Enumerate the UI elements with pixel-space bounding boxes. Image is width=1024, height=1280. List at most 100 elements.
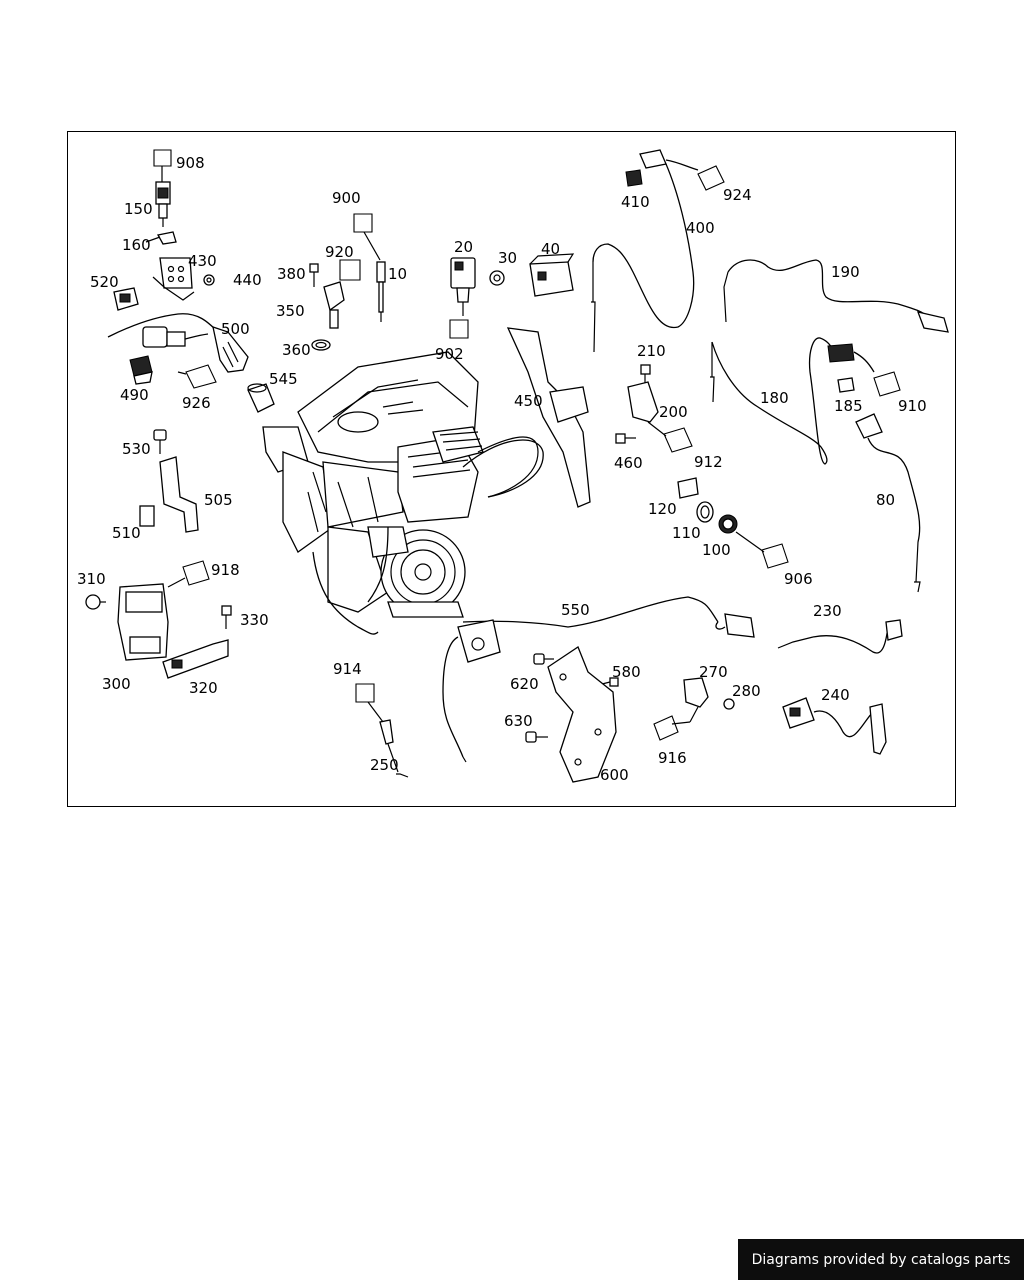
label-550: 550 [561, 601, 590, 619]
label-450: 450 [514, 392, 543, 410]
credit-banner: Diagrams provided by catalogs parts [738, 1239, 1024, 1280]
part-914-tag [355, 683, 384, 723]
part-230-exhaust-temp-sensor [777, 619, 903, 654]
label-505: 505 [204, 491, 233, 509]
label-914: 914 [333, 660, 362, 678]
label-924: 924 [723, 186, 752, 204]
label-630: 630 [504, 712, 533, 730]
label-200: 200 [659, 403, 688, 421]
part-380-bolt [309, 263, 319, 287]
label-620: 620 [510, 675, 539, 693]
label-926: 926 [182, 394, 211, 412]
label-530: 530 [122, 440, 151, 458]
label-120: 120 [648, 500, 677, 518]
part-450-bracket [506, 327, 591, 508]
part-240-oxygen-sensor [782, 697, 887, 755]
part-30-nut [489, 270, 505, 286]
label-400: 400 [686, 219, 715, 237]
label-360: 360 [282, 341, 311, 359]
label-270: 270 [699, 663, 728, 681]
part-80-exhaust-temp-sensor [855, 413, 921, 593]
part-918-tag [167, 560, 210, 588]
label-908: 908 [176, 154, 205, 172]
part-40-module [529, 253, 575, 297]
part-550-wiring-harness [442, 596, 755, 763]
label-460: 460 [614, 454, 643, 472]
part-10-glow-plug [376, 261, 386, 322]
label-912: 912 [694, 453, 723, 471]
label-906: 906 [784, 570, 813, 588]
part-300-solenoid [117, 583, 169, 661]
part-500-oxygen-sensor [107, 313, 249, 373]
part-120-clip [677, 477, 699, 499]
part-620-bolt [533, 653, 554, 665]
label-10: 10 [388, 265, 407, 283]
label-440: 440 [233, 271, 262, 289]
parts-diagram: 908 150 160 430 440 520 500 490 926 545 … [77, 149, 949, 784]
label-910: 910 [898, 397, 927, 415]
label-580: 580 [612, 663, 641, 681]
part-510-clip [139, 505, 155, 527]
label-300: 300 [102, 675, 131, 693]
label-250: 250 [370, 756, 399, 774]
label-380: 380 [277, 265, 306, 283]
label-180: 180 [760, 389, 789, 407]
part-200-sensor [627, 381, 659, 423]
part-916-tag [653, 715, 691, 741]
part-460-bolt [615, 433, 636, 444]
part-920-tag [339, 259, 361, 281]
part-520-connector [113, 287, 139, 311]
part-440-nut [203, 274, 215, 286]
label-320: 320 [189, 679, 218, 697]
label-600: 600 [600, 766, 629, 784]
label-160: 160 [122, 236, 151, 254]
part-924-tag [697, 165, 725, 191]
label-310: 310 [77, 570, 106, 588]
label-900: 900 [332, 189, 361, 207]
part-270-sensor [683, 677, 709, 723]
part-185-clip [837, 377, 855, 393]
label-30: 30 [498, 249, 517, 267]
label-920: 920 [325, 243, 354, 261]
label-545: 545 [269, 370, 298, 388]
label-40: 40 [541, 240, 560, 258]
part-360-seal [311, 339, 331, 351]
part-150-sensor [155, 181, 171, 227]
label-100: 100 [702, 541, 731, 559]
label-430: 430 [188, 252, 217, 270]
label-280: 280 [732, 682, 761, 700]
part-430-bracket [152, 257, 195, 301]
part-906-tag [735, 531, 789, 569]
label-520: 520 [90, 273, 119, 291]
label-918: 918 [211, 561, 240, 579]
label-20: 20 [454, 238, 473, 256]
label-350: 350 [276, 302, 305, 320]
part-350-sensor [323, 281, 345, 329]
label-150: 150 [124, 200, 153, 218]
part-410-connector [625, 169, 643, 187]
part-530-bolt [153, 429, 167, 454]
label-210: 210 [637, 342, 666, 360]
part-330-bolt [221, 605, 232, 629]
part-280-bolt [723, 698, 735, 710]
callout-labels: 908 150 160 430 440 520 500 490 926 545 … [77, 154, 927, 784]
part-310-bolt [85, 594, 106, 610]
label-490: 490 [120, 386, 149, 404]
part-490-connector [129, 355, 153, 385]
part-250-sensor [379, 719, 409, 778]
part-190-exhaust-temp-sensor [723, 259, 949, 333]
part-100-sensor [718, 514, 738, 534]
part-400-exhaust-temp-sensor [591, 149, 699, 353]
part-600-bracket [547, 646, 617, 783]
label-80: 80 [876, 491, 895, 509]
engine-assembly [262, 351, 544, 635]
part-630-bolt [525, 731, 548, 743]
part-902-tag [449, 319, 469, 339]
part-545-cap [247, 383, 275, 413]
label-410: 410 [621, 193, 650, 211]
label-185: 185 [834, 397, 863, 415]
diagram-frame: 908 150 160 430 440 520 500 490 926 545 … [67, 131, 956, 807]
part-110-seal [696, 501, 714, 523]
label-230: 230 [813, 602, 842, 620]
part-20-sensor [450, 257, 476, 316]
